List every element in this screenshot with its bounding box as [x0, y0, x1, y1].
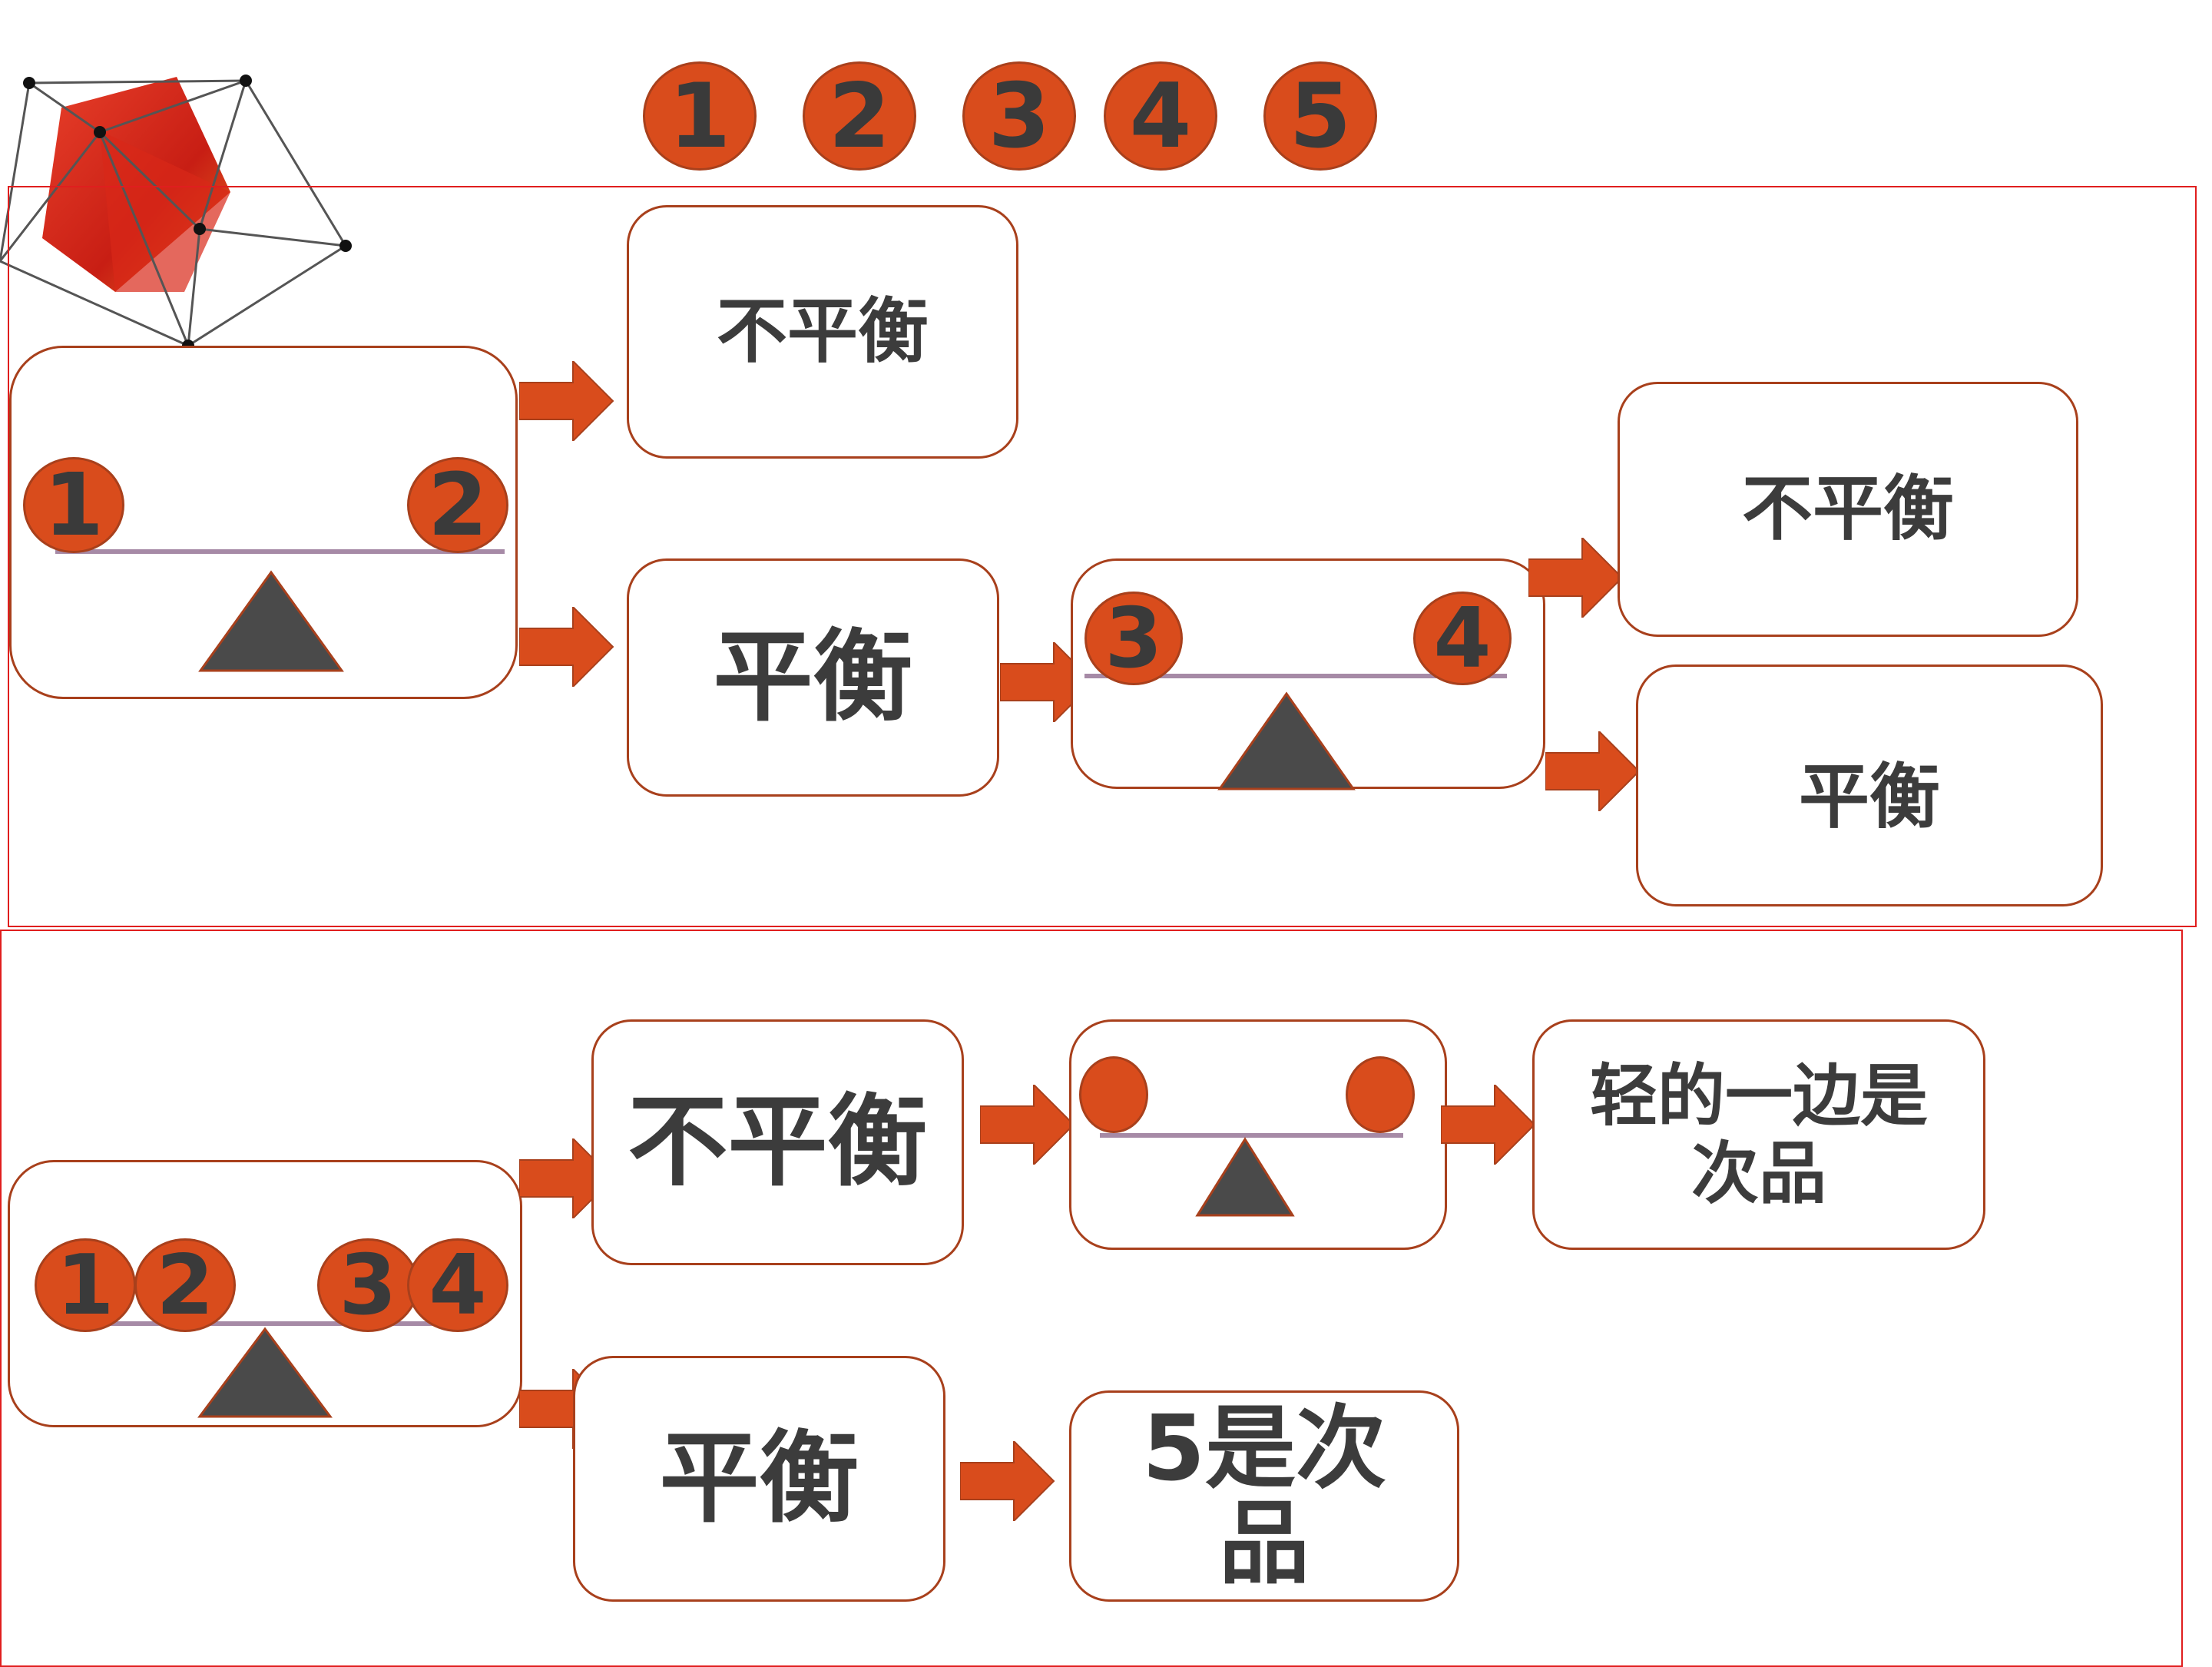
- scale-3-ball-3: 3: [317, 1238, 419, 1334]
- scale-4-ball-right: [1346, 1056, 1415, 1133]
- conclusion-5-box: 5是次品: [1069, 1390, 1459, 1602]
- scale-3-beam: [65, 1321, 480, 1326]
- scale-3-ball-2: 2: [134, 1238, 236, 1334]
- header-ball-4: 4: [1104, 61, 1217, 171]
- scale-2-balanced-box: 平衡: [1636, 664, 2103, 906]
- result-unbalanced-box: 不平衡: [627, 205, 1018, 459]
- scale-1-beam: [55, 549, 505, 554]
- scale-2-ball-3: 3: [1084, 591, 1183, 687]
- result-balanced-box: 平衡: [627, 558, 999, 797]
- header-ball-3: 3: [962, 61, 1076, 171]
- conclusion-light-box: 轻的一边是次品: [1532, 1019, 1985, 1250]
- scale-2-ball-4: 4: [1413, 591, 1512, 687]
- arrow-to-balanced: [519, 607, 614, 687]
- arrow-to-conclusion-light: [1441, 1085, 1536, 1165]
- bottom-balanced-box: 平衡: [573, 1356, 945, 1602]
- header-ball-2: 2: [803, 61, 916, 171]
- bottom-unbalanced-box: 不平衡: [591, 1019, 964, 1265]
- top-panel: [8, 186, 2197, 927]
- scale-4-beam: [1100, 1133, 1403, 1138]
- crystal-logo-icon: [0, 61, 361, 353]
- scale-1-ball-2: 2: [407, 456, 508, 555]
- scale-2-beam: [1084, 674, 1507, 678]
- scale-4-ball-left: [1079, 1056, 1148, 1133]
- scale-3-ball-1: 1: [35, 1238, 136, 1334]
- arrow-to-scale-2-balanced: [1545, 731, 1641, 811]
- arrow-to-conclusion-5: [960, 1441, 1055, 1521]
- scale-3-ball-4: 4: [407, 1238, 508, 1334]
- header-ball-1: 1: [643, 61, 757, 171]
- arrow-to-unbalanced: [519, 361, 614, 441]
- scale-1-ball-1: 1: [23, 456, 124, 555]
- header-ball-5: 5: [1263, 61, 1377, 171]
- arrow-to-scale-4: [980, 1085, 1075, 1165]
- scale-2-unbalanced-box: 不平衡: [1618, 382, 2078, 637]
- arrow-to-scale-2-unbalanced: [1528, 538, 1624, 618]
